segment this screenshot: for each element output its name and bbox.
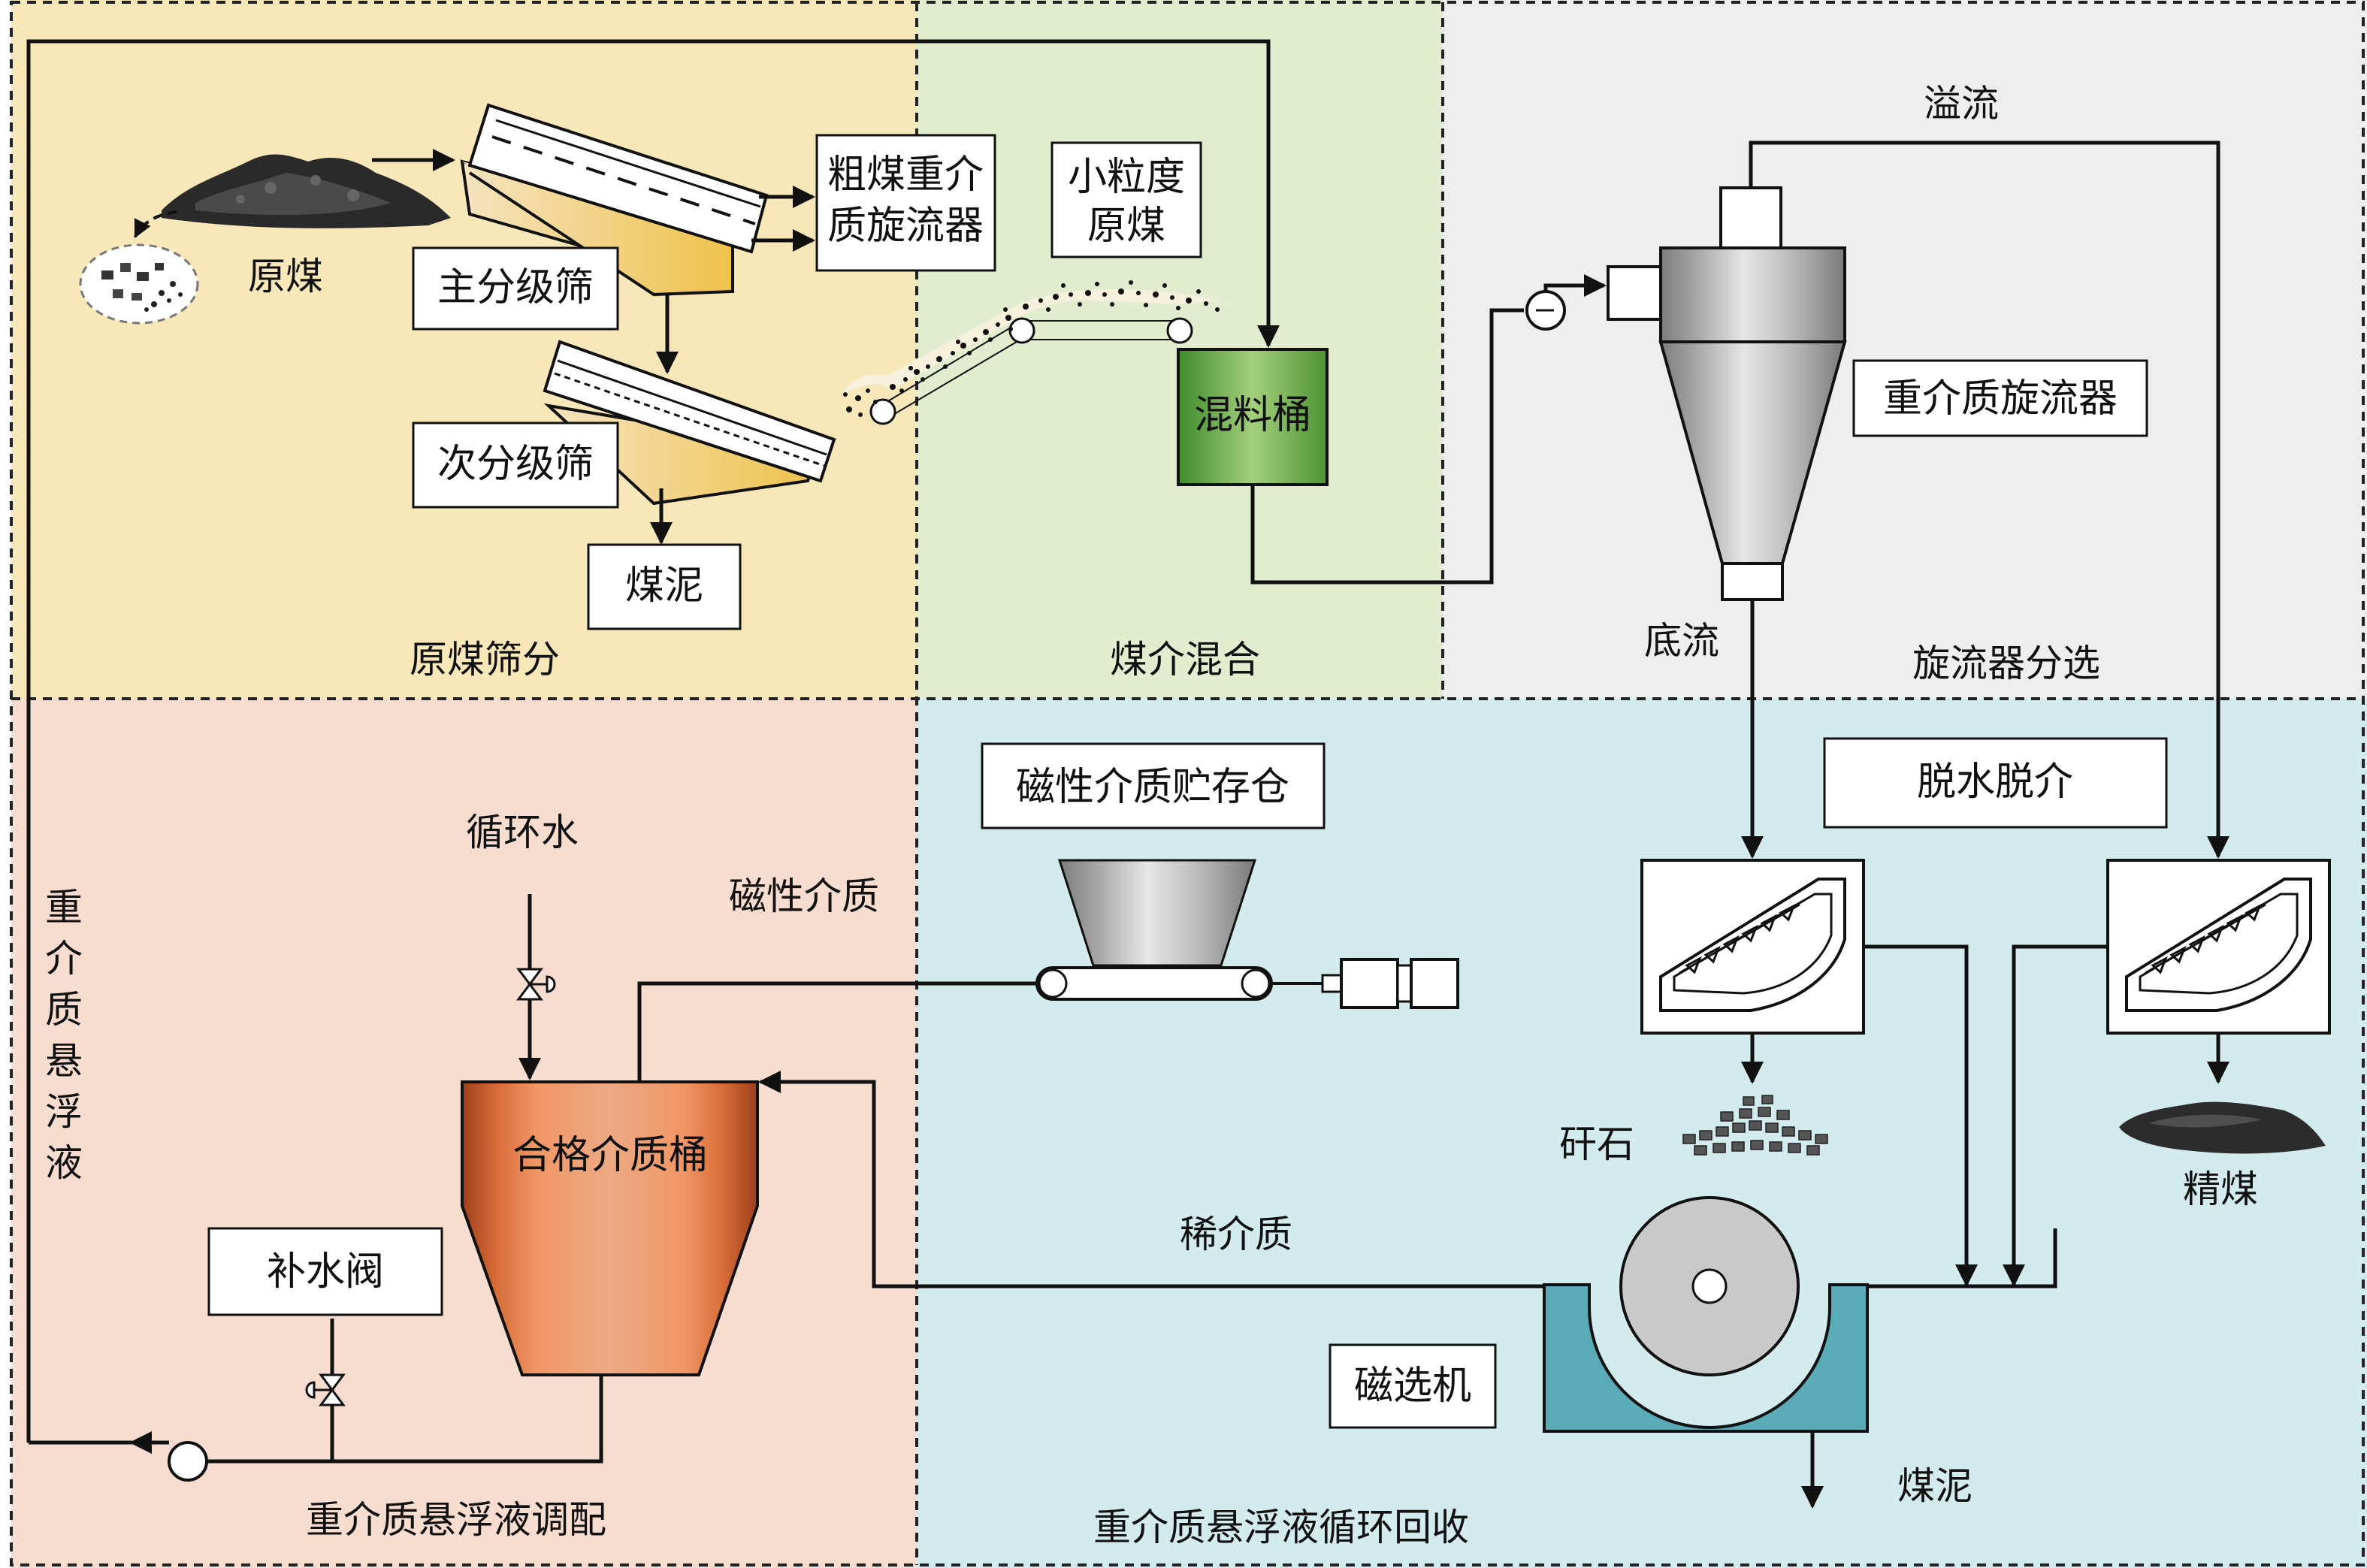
dense-suspension-char-4: 悬 — [45, 1039, 83, 1083]
circulating-water-label: 循环水 — [466, 811, 579, 854]
zone-cyclone-title: 旋流器分选 — [1912, 642, 2100, 685]
makeup-valve — [305, 1373, 346, 1406]
coarse-cyclone-box — [815, 134, 996, 272]
qualified-medium-tank — [461, 1080, 759, 1376]
fine-coal-label-1: 小粒度 — [1068, 155, 1185, 200]
zone-recovery-title: 重介质悬浮液循环回收 — [1093, 1506, 1469, 1549]
slime-bottom-label: 煤泥 — [1897, 1464, 1972, 1508]
raw-coal-sample-arrow — [134, 210, 177, 239]
underflow-label: 底流 — [1644, 619, 1719, 663]
dm-cyclone-box — [1852, 359, 2148, 437]
qualified-tank-label: 合格介质桶 — [512, 1133, 708, 1178]
pump-to-cyclone-line — [1543, 274, 1607, 297]
dosing-pump — [168, 1441, 208, 1482]
dense-suspension-vertical-label: 重 介 质 悬 浮 液 — [45, 886, 83, 1185]
secondary-screen-box — [412, 421, 619, 509]
slime-top-box — [587, 543, 742, 630]
zone-screening-bg — [11, 0, 917, 699]
gangue-label: 矸石 — [1559, 1122, 1634, 1166]
overflow-line — [1749, 140, 2229, 859]
primary-screen-label: 主分级筛 — [437, 265, 594, 310]
makeup-valve-label: 补水阀 — [267, 1249, 384, 1295]
dilute-medium-label: 稀介质 — [1180, 1213, 1292, 1256]
slime-top-label: 煤泥 — [625, 563, 703, 609]
medium-conveyor — [1035, 958, 1459, 1009]
water-valve — [516, 968, 556, 1001]
makeup-valve-box — [207, 1227, 443, 1316]
magnetic-separator — [1543, 1196, 1869, 1433]
dense-suspension-char-2: 介 — [45, 937, 83, 980]
magnetic-separator-box — [1329, 1343, 1497, 1429]
medium-feed-line — [637, 981, 1037, 1082]
clean-coal-pile — [2119, 1101, 2326, 1154]
magnetic-storage-box — [981, 742, 1326, 829]
fine-coal-label-2: 原煤 — [1087, 204, 1165, 249]
feed-pump-1 — [1525, 290, 1566, 331]
raw-coal-pile — [162, 154, 451, 228]
dewater-screen-right — [2106, 859, 2331, 1035]
magnetic-medium-label: 磁性介质 — [729, 875, 879, 918]
dm-cyclone — [1607, 186, 1847, 601]
tank-outlet-line — [207, 1375, 603, 1464]
fine-coal-box — [1050, 141, 1202, 258]
dewater-screen-left — [1640, 859, 1865, 1035]
dewater-box — [1823, 737, 2168, 829]
raw-coal-label: 原煤 — [248, 255, 323, 298]
dense-suspension-char-3: 质 — [45, 988, 83, 1032]
clean-coal-label: 精煤 — [2183, 1168, 2258, 1211]
overflow-label: 溢流 — [1924, 82, 1999, 125]
primary-screen — [460, 103, 769, 297]
suspension-return-line — [26, 39, 1280, 1443]
dense-suspension-char-5: 浮 — [45, 1090, 83, 1134]
primary-screen-box — [412, 246, 619, 331]
dewater-label: 脱水脱介 — [1917, 760, 2073, 805]
fine-coal-particles — [843, 280, 1220, 417]
dense-suspension-char-6: 液 — [45, 1141, 83, 1185]
filtrate-left-line — [1864, 944, 1978, 1287]
tank-to-pump-line — [1250, 308, 1524, 585]
zone-prep-title: 重介质悬浮液调配 — [306, 1498, 606, 1542]
zone-screening-title: 原煤筛分 — [410, 638, 560, 681]
fine-coal-conveyor — [842, 289, 1232, 425]
zone-cyclone-bg — [1443, 0, 2367, 699]
magnetic-storage-bin — [1057, 859, 1257, 967]
secondary-screen-label: 次分级筛 — [437, 442, 594, 487]
gangue-pile — [1682, 1095, 1828, 1156]
coarse-cyclone-label-1: 粗煤重介 — [827, 153, 984, 198]
basin-outlet-line — [1867, 1228, 2057, 1289]
mixing-tank-label: 混料桶 — [1194, 393, 1311, 438]
zone-mixing-title: 煤介混合 — [1110, 638, 1260, 681]
coarse-cyclone-label-2: 质旋流器 — [827, 204, 984, 249]
coal-sample-circle — [79, 243, 199, 325]
magnetic-separator-label: 磁选机 — [1354, 1364, 1471, 1409]
filtrate-right-line — [2003, 944, 2108, 1287]
magnetic-storage-label: 磁性介质贮存仓 — [1016, 765, 1289, 810]
dm-cyclone-label: 重介质旋流器 — [1883, 376, 2118, 421]
dense-suspension-char-1: 重 — [45, 886, 83, 929]
dilute-medium-line — [758, 1071, 1544, 1289]
